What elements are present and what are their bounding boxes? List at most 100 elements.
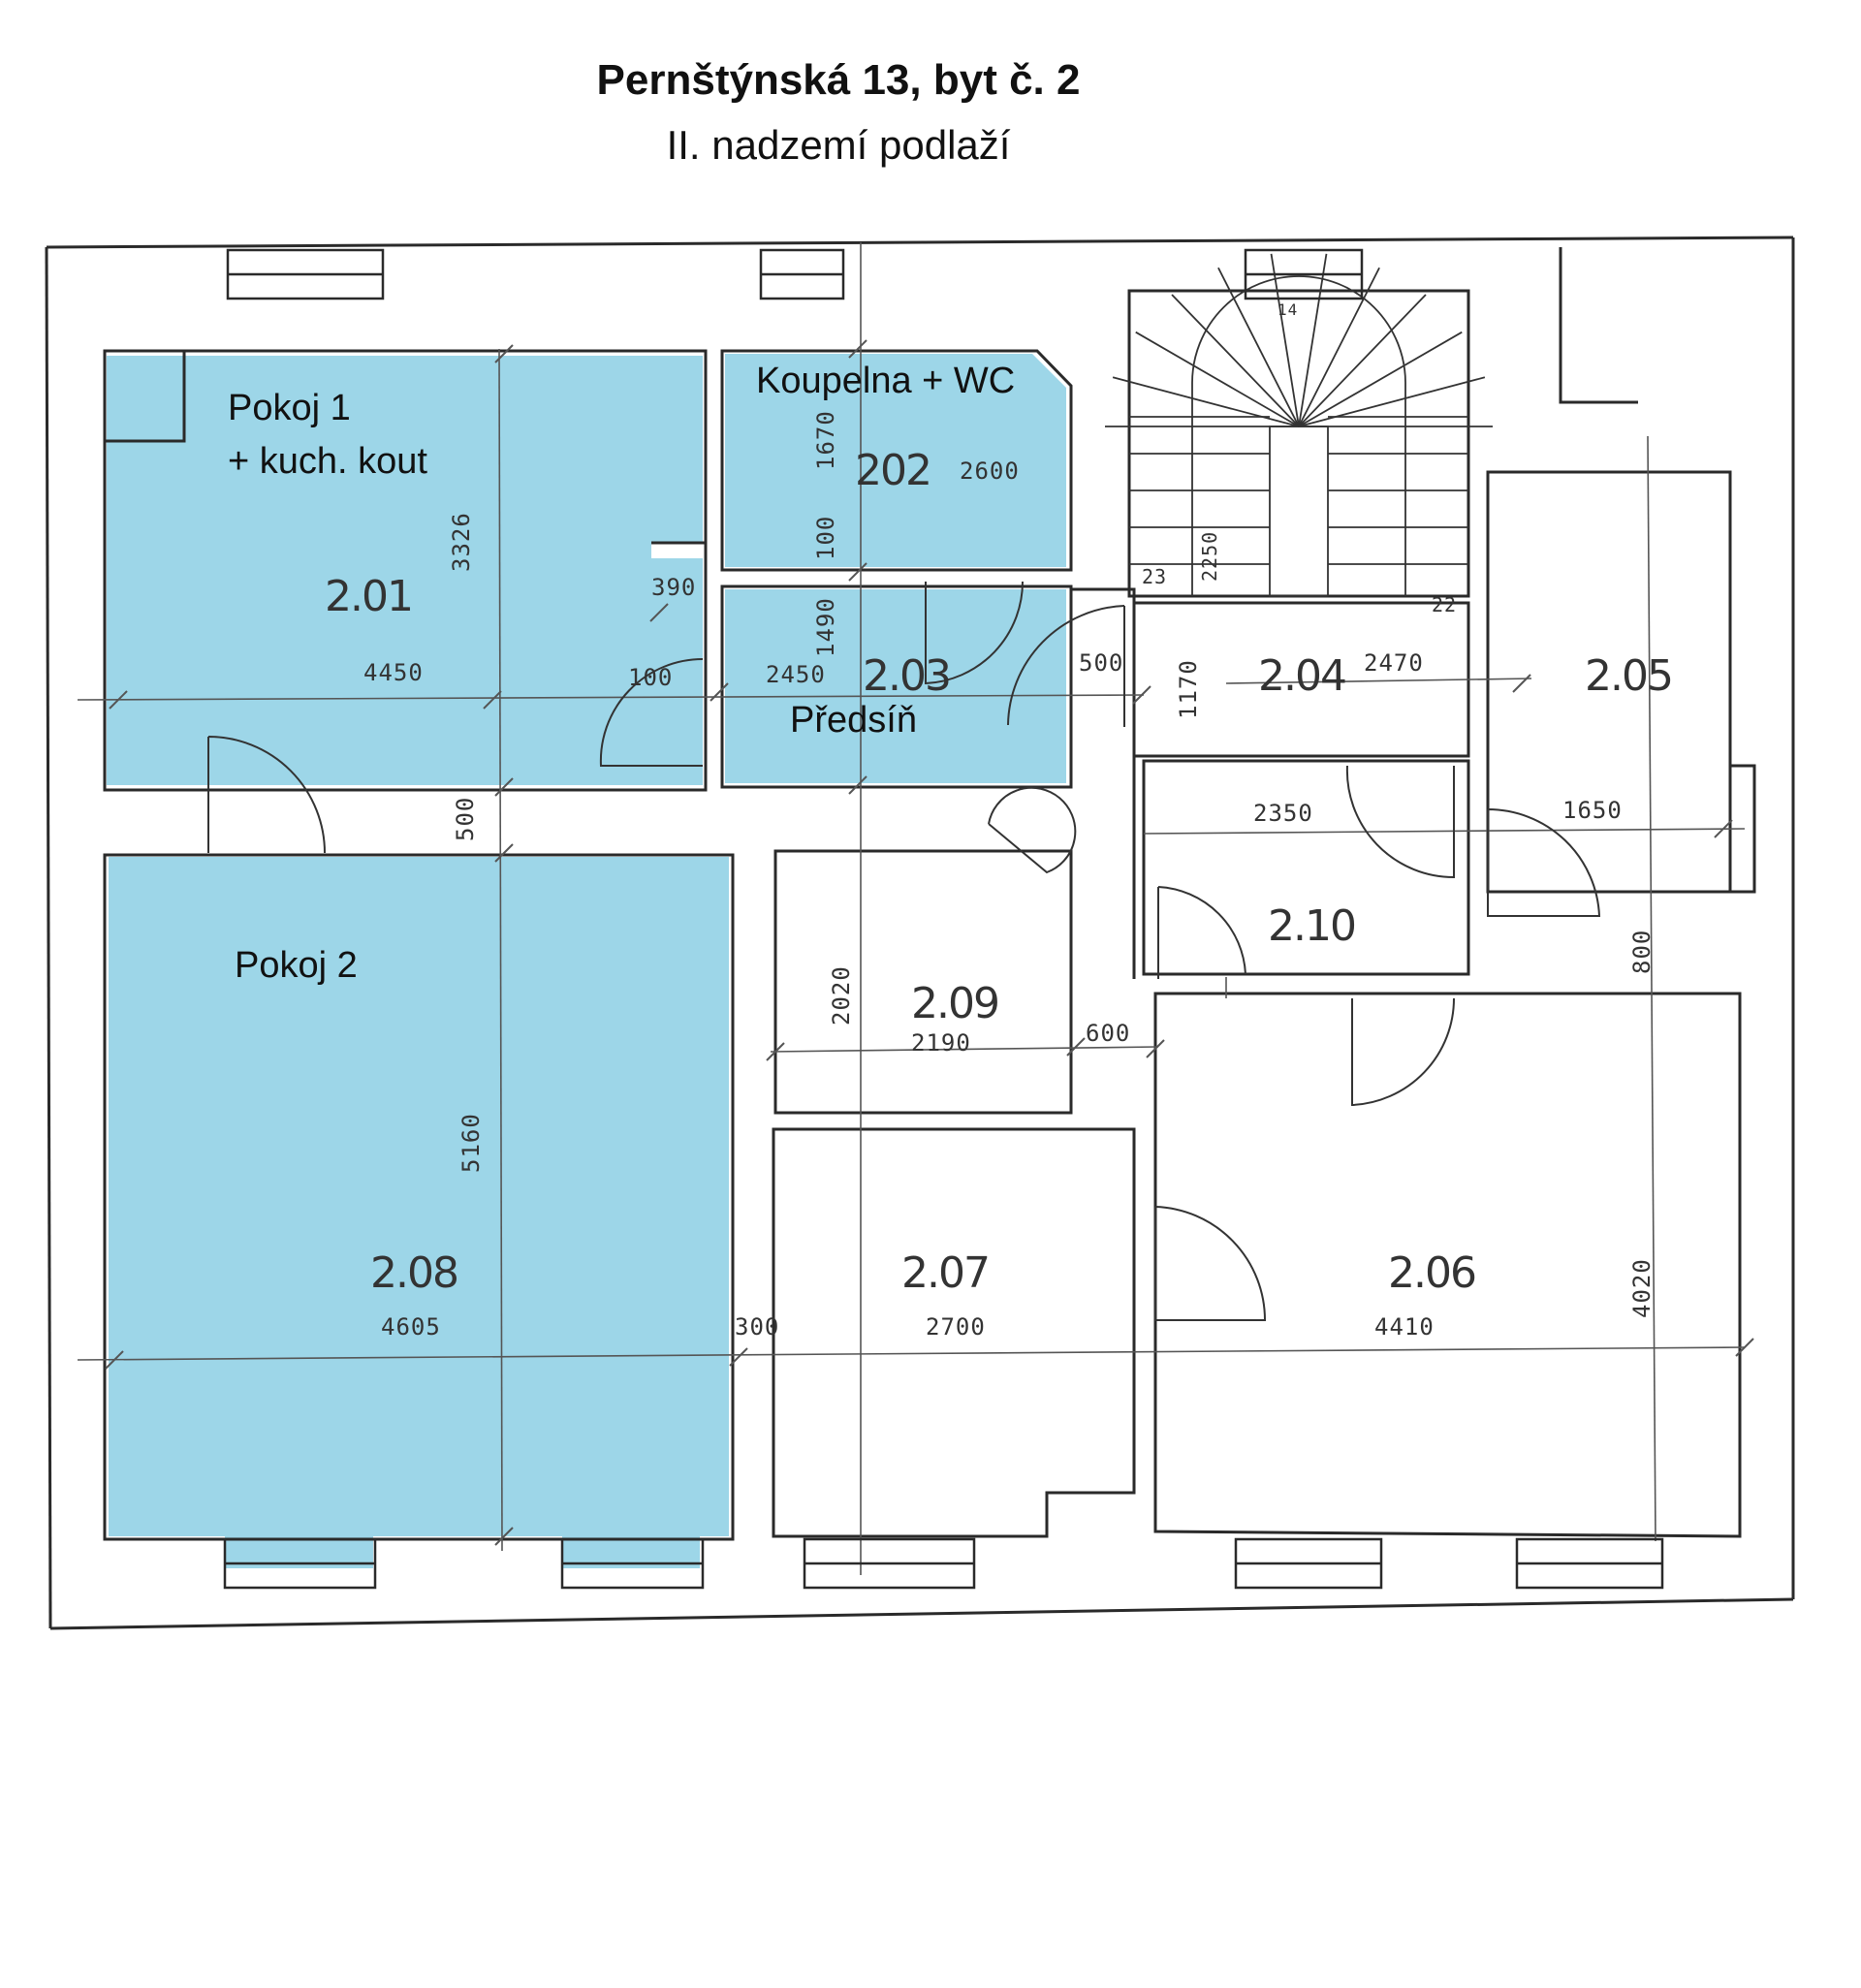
room-203-outline [720,584,1073,789]
dim-tick-16 [1146,1039,1165,1058]
stair-well [1127,289,1470,598]
stair-core [1269,426,1329,597]
dim-tick-12 [848,562,867,582]
room-208-outline [103,853,735,1541]
room-206-width: 4410 [1374,1313,1435,1341]
dim-tick-2 [649,603,669,622]
door-204-entry [1007,605,1125,727]
room-207-number: 2.07 [901,1248,991,1298]
dim-tick-9 [494,843,514,863]
dim-line-row2 [1143,828,1746,835]
stair-step-1 [1112,376,1300,427]
stair-height: 2250 [1198,530,1221,582]
door-210-side [1157,886,1246,979]
room-208-window-left [225,1536,373,1568]
corridor-east [1071,587,1136,979]
room-208-wall-dim: 500 [452,796,479,841]
dim-tick-1 [483,690,502,710]
room-201-dim-390: 390 [651,574,697,601]
dim-tick-17 [1735,1338,1754,1357]
room-206-height: 4020 [1628,1258,1656,1318]
room-201-height: 3326 [448,512,475,572]
room-208-dim-300: 300 [735,1313,780,1341]
stair-arc [1191,275,1406,596]
room-210-number: 2.10 [1268,901,1357,951]
door-205 [1487,807,1601,917]
dim-tick-0 [109,690,128,710]
dim-line-row5 [1225,678,1532,684]
room-205-number: 2.05 [1585,651,1674,701]
room-202-width: 2600 [960,458,1020,485]
dim-tick-15 [1066,1037,1086,1057]
door-208 [207,736,326,854]
room-207-outline [772,1127,1136,1538]
room-209-outline [773,849,1073,1115]
stair-step-10 [1298,376,1486,427]
room-206-number: 2.06 [1388,1248,1477,1298]
room-201-dim-100: 100 [628,664,674,691]
duct-east [1730,764,1756,894]
room-210-outline [1142,759,1470,976]
door-swings [207,581,1601,1321]
room-201-label: Pokoj 1 [228,388,351,428]
stair-top-count: 14 [1277,300,1299,319]
stair-left-count: 23 [1142,565,1168,588]
dim-line-row1 [77,694,1145,701]
staircase [1105,253,1493,597]
stair-step-6 [1298,253,1328,427]
room-203-label: Předsíň [790,700,917,741]
room-202-dim-100: 100 [812,515,839,560]
room-201-niche [105,349,186,443]
windows [223,248,1664,1590]
plan-title: Pernštýnská 13, byt č. 2 [596,56,1081,104]
stair-right-count: 22 [1432,593,1458,616]
dim-line-col3 [1647,435,1656,1542]
room-201-outline [103,349,708,792]
room-210-width: 2350 [1253,800,1313,827]
room-204-number: 2.04 [1258,651,1347,701]
dim-tick-11 [848,339,867,359]
room-208-width: 4605 [381,1313,441,1341]
room-201-notch [651,541,708,586]
room-204-width: 2470 [1364,649,1424,677]
room-209-dim-600: 600 [1086,1020,1131,1047]
room-202-label: Koupelna + WC [756,361,1016,401]
stair-step-4 [1217,267,1300,427]
room-209-width: 2190 [911,1029,971,1057]
door-207 [1154,1206,1267,1321]
room-203-fill [725,589,1066,783]
highlighted-rooms [107,354,1066,1568]
room-202-outline [720,349,1073,572]
dim-line-col1 [498,348,503,1552]
room-201-number: 2.01 [325,572,414,621]
room-201-width: 4450 [363,659,424,686]
room-203-height: 1490 [812,597,839,657]
dim-tick-5 [1512,674,1531,693]
room-204-height: 1170 [1175,659,1202,719]
door-210 [1345,765,1455,879]
dim-tick-13 [848,775,867,795]
room-202-number: 202 [855,446,932,495]
stair-step-7 [1298,267,1380,427]
outer-west-wall [45,246,52,1629]
dim-tick-18 [105,1350,124,1370]
room-209-number: 2.09 [911,979,1000,1028]
door-206 [1351,997,1456,1107]
room-202-height: 1670 [812,410,839,470]
stair-step-3 [1171,294,1300,427]
dim-tick-6 [1714,819,1733,838]
room-201-fill [107,356,703,785]
room-201-label-2: + kuch. kout [228,441,427,482]
dim-tick-3 [710,682,729,702]
stair-step-5 [1270,253,1300,427]
room-208-label: Pokoj 2 [235,945,358,986]
room-207-width: 2700 [926,1313,986,1341]
room-208-height: 5160 [457,1113,485,1173]
dim-tick-19 [729,1347,748,1367]
room-208-fill [109,857,729,1536]
room-202-fill [725,354,1066,567]
dim-tick-10 [494,1527,514,1546]
room-209-height: 2020 [828,965,855,1026]
stair-step-8 [1298,294,1427,427]
